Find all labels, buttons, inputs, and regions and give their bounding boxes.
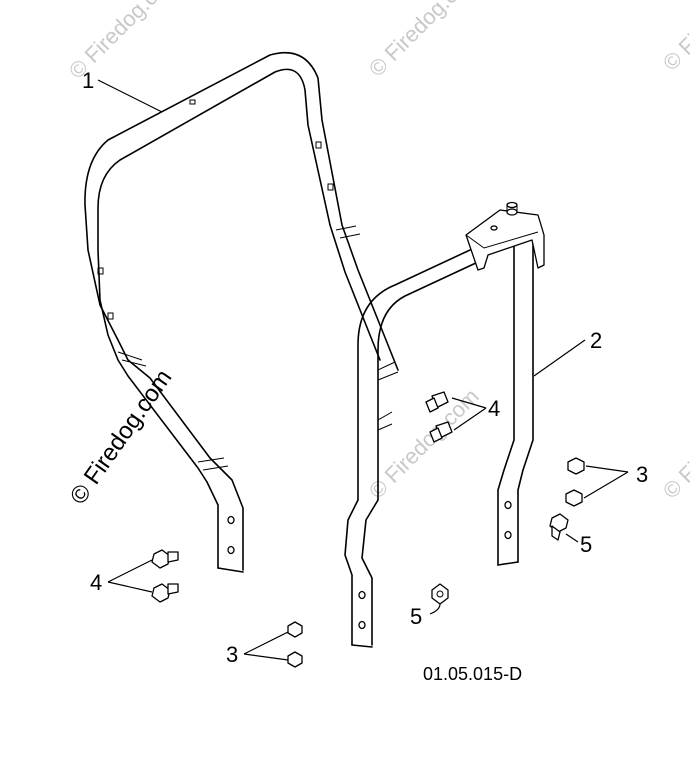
callout-2: 2 xyxy=(590,328,602,353)
callout-3-bottom: 3 xyxy=(226,642,238,667)
bolts-part-4-left xyxy=(151,549,179,603)
watermark-top-center: © Firedog.com xyxy=(364,0,484,82)
callout-4-right: 4 xyxy=(488,396,500,421)
callout-5-right: 5 xyxy=(580,532,592,557)
watermark-right: © Firedog.com xyxy=(658,384,690,504)
nut-part-5-bottom xyxy=(431,583,449,605)
nut-3-bottom-top xyxy=(287,621,303,638)
callout-5-bottom: 5 xyxy=(410,604,422,629)
bolt-4-left-top xyxy=(151,549,171,569)
bolts-part-4-right xyxy=(425,391,453,443)
bolt-4-right-top xyxy=(425,391,449,413)
nuts-part-3-right xyxy=(565,457,585,507)
frame-part-2 xyxy=(344,201,545,648)
watermark-main: © Firedog.com xyxy=(65,365,178,510)
callout-4-left: 4 xyxy=(90,570,102,595)
nut-3-bottom-bottom xyxy=(287,651,303,668)
roll-bar-part-1 xyxy=(84,51,399,573)
callout-labels: 1 2 4 3 5 5 4 3 xyxy=(82,68,648,667)
leader-lines xyxy=(97,79,629,661)
watermark-top-right: © Firedog.com xyxy=(658,0,690,76)
callout-3-right: 3 xyxy=(636,462,648,487)
callout-1: 1 xyxy=(82,68,94,93)
background-watermarks: © Firedog.com © Firedog.com © Firedog.co… xyxy=(64,0,690,504)
nut-3-right-bottom xyxy=(565,489,583,507)
nuts-part-3-bottom xyxy=(287,621,303,668)
bolt-4-right-bottom xyxy=(429,421,453,443)
drawing-code: 01.05.015-D xyxy=(423,664,522,684)
nut-3-right-top xyxy=(567,457,585,475)
bolt-part-5-right xyxy=(549,513,569,541)
bolt-4-left-bottom xyxy=(151,583,171,603)
